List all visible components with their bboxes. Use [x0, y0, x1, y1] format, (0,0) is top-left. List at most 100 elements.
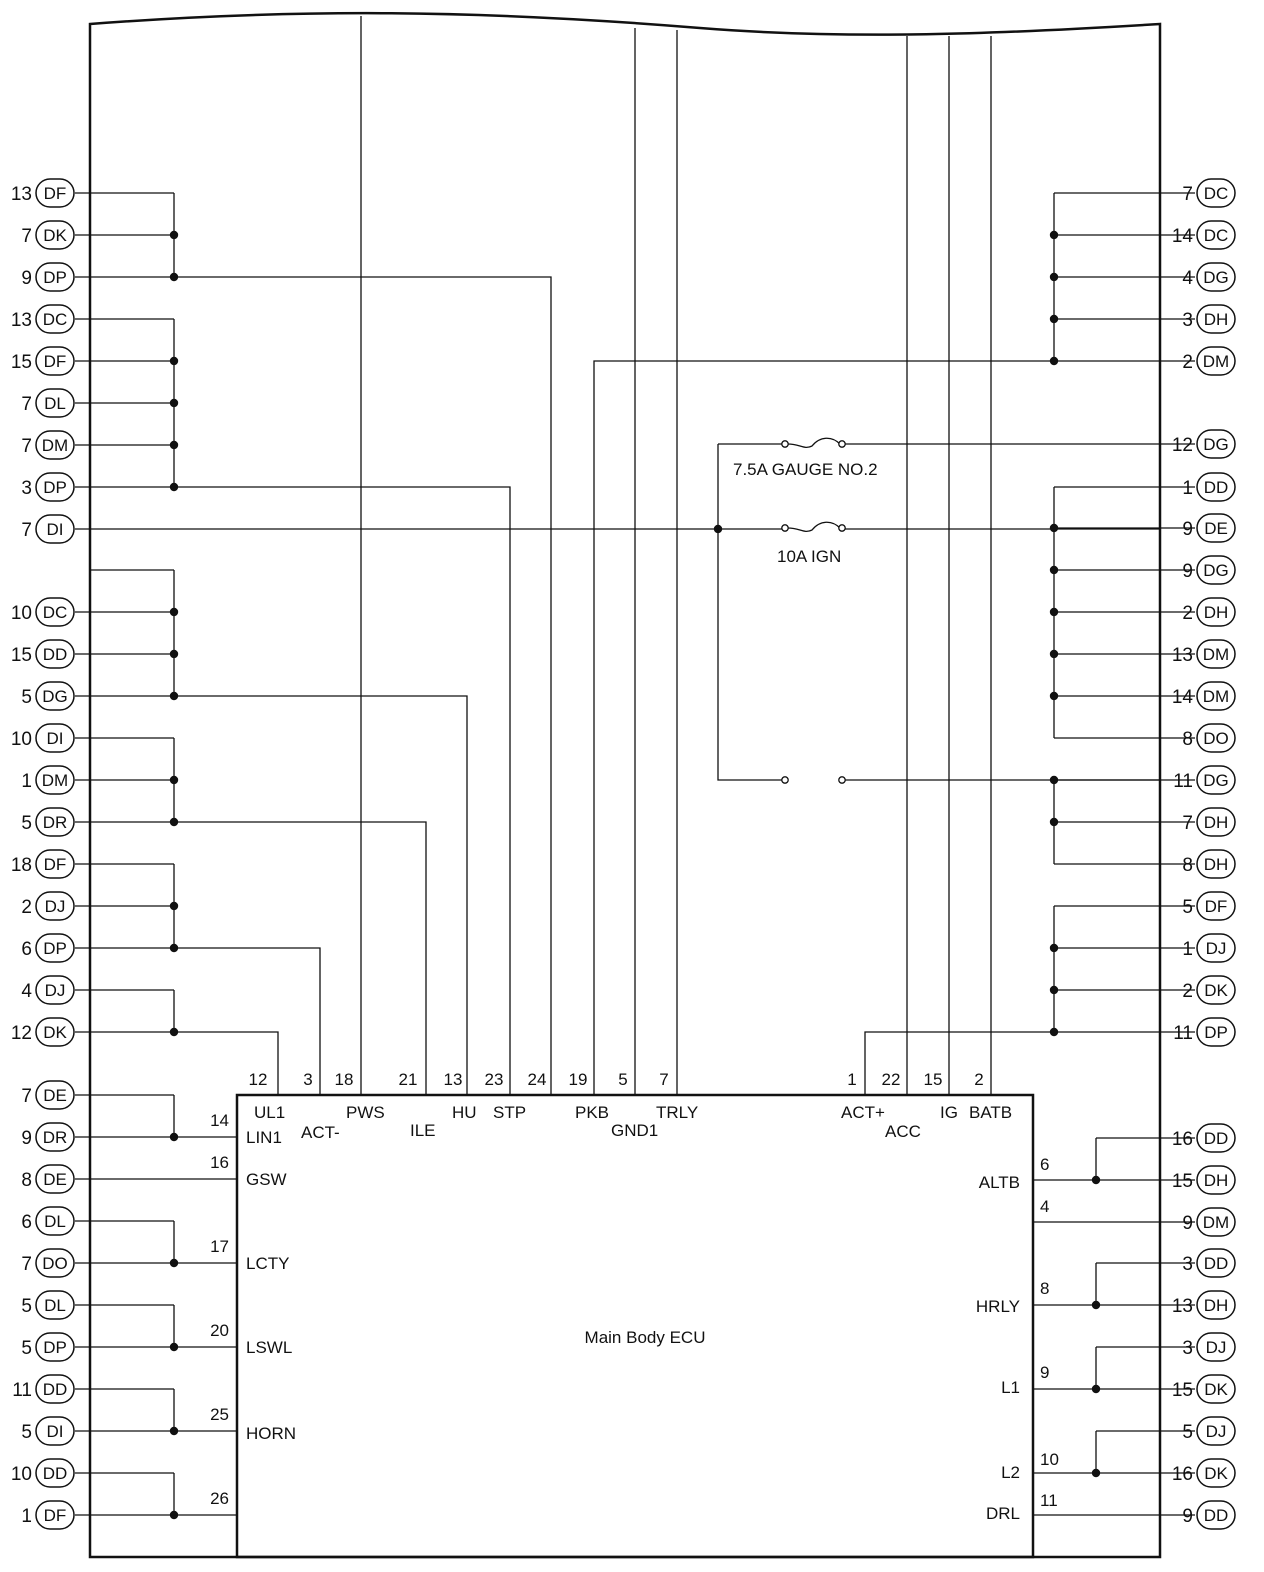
connector-code: DK — [1204, 1464, 1228, 1483]
connector-oval — [1196, 975, 1236, 1005]
connector-pin-number: 1 — [1182, 478, 1193, 499]
connector-pin-number: 2 — [21, 897, 32, 918]
connector-pin-number: 18 — [11, 855, 32, 876]
left-pin-number: 25 — [210, 1405, 229, 1424]
connector-oval — [1196, 765, 1236, 795]
wire — [174, 276, 552, 1095]
top-pin-number: 13 — [444, 1070, 463, 1089]
right-pin-number: 6 — [1040, 1155, 1049, 1174]
top-pin-signal: TRLY — [656, 1103, 698, 1122]
connector-oval — [35, 849, 75, 879]
connector-oval — [1196, 849, 1236, 879]
top-pin-signal: PWS — [346, 1103, 385, 1122]
connector-oval — [35, 514, 75, 544]
connector-oval — [35, 933, 75, 963]
top-pin-signal: UL1 — [254, 1103, 285, 1122]
connector-code: DC — [43, 603, 68, 622]
connector-pin-number: 3 — [1182, 1254, 1193, 1275]
wire — [174, 695, 468, 1095]
connector-oval — [1196, 1458, 1236, 1488]
connector-pin-number: 9 — [21, 268, 32, 289]
wire — [174, 947, 321, 1095]
connector-pin-number: 3 — [1182, 310, 1193, 331]
top-pin-number: 3 — [303, 1070, 312, 1089]
right-pin-number: 9 — [1040, 1363, 1049, 1382]
connector-code: DF — [44, 352, 67, 371]
connector-pin-number: 2 — [1182, 981, 1193, 1002]
right-pin-signal: DRL — [986, 1504, 1020, 1523]
left-connector: 7 DO — [21, 1248, 75, 1278]
right-pin-number: 11 — [1040, 1491, 1058, 1510]
top-pin-number: 15 — [924, 1070, 943, 1089]
connector-code: DH — [1204, 310, 1229, 329]
fuse-gauge: 7.5A GAUGE NO.2 — [718, 437, 1160, 479]
connector-pin-number: 3 — [21, 478, 32, 499]
connector-oval — [1196, 1207, 1236, 1237]
connector-code: DG — [1203, 435, 1229, 454]
splice-junction — [1049, 607, 1059, 617]
left-pin-number: 26 — [210, 1489, 229, 1508]
connector-code: DG — [1203, 268, 1229, 287]
connector-code: DR — [43, 813, 68, 832]
splice-junction — [169, 901, 179, 911]
connector-oval — [1196, 220, 1236, 250]
top-pin-signal: ACT- — [301, 1123, 340, 1142]
terminal — [838, 776, 846, 784]
connector-code: DM — [1203, 1213, 1229, 1232]
connector-code: DG — [42, 687, 68, 706]
connector-pin-number: 13 — [1172, 645, 1193, 666]
connector-oval — [35, 1374, 75, 1404]
splice-junction — [1049, 817, 1059, 827]
right-pin-signal: L1 — [1001, 1378, 1020, 1397]
connector-pin-number: 15 — [1172, 1380, 1193, 1401]
connector-code: DC — [43, 310, 68, 329]
connector-pin-number: 14 — [1172, 687, 1194, 708]
connector-pin-number: 5 — [1182, 1422, 1193, 1443]
connector-pin-number: 7 — [21, 436, 32, 457]
connector-pin-number: 13 — [11, 184, 32, 205]
connector-code: DI — [47, 520, 64, 539]
connector-code: DO — [42, 1254, 68, 1273]
top-pin-number: 24 — [528, 1070, 547, 1089]
connector-code: DM — [1203, 687, 1229, 706]
connector-pin-number: 10 — [11, 729, 32, 750]
connector-oval — [35, 1080, 75, 1110]
connector-pin-number: 9 — [21, 1128, 32, 1149]
left-pin-signal: GSW — [246, 1170, 287, 1189]
right-connector: 14 DM — [1172, 681, 1236, 711]
connector-oval — [1196, 891, 1236, 921]
connector-oval — [1196, 1248, 1236, 1278]
connector-oval — [35, 1017, 75, 1047]
connector-pin-number: 7 — [21, 1254, 32, 1275]
splice-junction — [169, 775, 179, 785]
connector-pin-number: 1 — [1182, 939, 1193, 960]
connector-code: DD — [1204, 1506, 1229, 1525]
connector-code: DD — [43, 645, 68, 664]
connector-pin-number: 13 — [1172, 1296, 1193, 1317]
splice-junction — [169, 649, 179, 659]
connector-code: DM — [1203, 352, 1229, 371]
top-pin-signal: ILE — [410, 1121, 436, 1140]
ecu-top-pins: 12 3 18 21 13 23 24 19 5 7 1 22 15 2 UL1… — [249, 1070, 1013, 1142]
connector-pin-number: 5 — [21, 813, 32, 834]
connector-code: DC — [1204, 184, 1229, 203]
connector-pin-number: 12 — [1172, 435, 1193, 456]
connector-code: DP — [43, 939, 67, 958]
connector-pin-number: 7 — [21, 226, 32, 247]
connector-oval — [35, 765, 75, 795]
